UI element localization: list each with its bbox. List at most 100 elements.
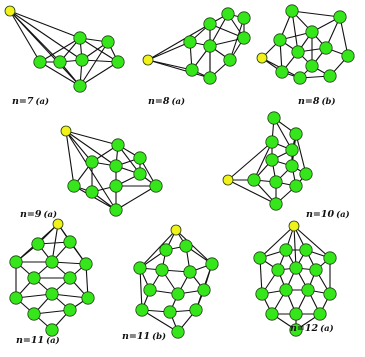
cluster-atom xyxy=(323,69,337,83)
cluster-n11a xyxy=(9,218,95,337)
bond-line xyxy=(227,141,273,181)
cluster-atom xyxy=(33,55,47,69)
cluster-atom xyxy=(223,53,237,67)
cluster-atom xyxy=(247,173,261,187)
cluster-atom xyxy=(185,63,199,77)
cluster-n9a xyxy=(60,125,163,217)
cluster-atom xyxy=(143,283,157,297)
cluster-atom xyxy=(267,111,281,125)
cluster-atom xyxy=(203,71,217,85)
cluster-n12a xyxy=(253,220,337,337)
bond-line xyxy=(259,225,295,259)
cluster-atom xyxy=(85,185,99,199)
label-n8a: n=8(a) xyxy=(148,96,186,107)
cluster-atom xyxy=(63,271,77,285)
impurity-atom xyxy=(52,218,64,230)
cluster-atom xyxy=(289,127,303,141)
cluster-atom xyxy=(9,291,23,305)
cluster-atom xyxy=(63,235,77,249)
cluster-atom xyxy=(101,35,115,49)
cluster-atom xyxy=(179,239,193,253)
cluster-atom xyxy=(269,175,283,189)
cluster-atom xyxy=(237,31,251,45)
impurity-atom xyxy=(288,220,300,232)
cluster-atom xyxy=(221,7,235,21)
bond-line xyxy=(39,37,81,63)
impurity-atom xyxy=(142,54,154,66)
bond-line xyxy=(141,309,179,333)
cluster-atom xyxy=(111,55,125,69)
cluster-atom xyxy=(109,179,123,193)
cluster-atom xyxy=(109,203,123,217)
cluster-atom xyxy=(203,17,217,31)
cluster-atom xyxy=(45,323,59,337)
cluster-atom xyxy=(45,255,59,269)
bond-line xyxy=(291,10,341,18)
cluster-atom xyxy=(155,263,169,277)
cluster-atom xyxy=(237,11,251,25)
cluster-atom xyxy=(27,271,41,285)
cluster-atom xyxy=(183,35,197,49)
bond-line xyxy=(139,267,143,311)
bond-line xyxy=(227,179,277,205)
cluster-atom xyxy=(133,167,147,181)
cluster-atom xyxy=(319,41,333,55)
cluster-atom xyxy=(85,155,99,169)
cluster-n8a xyxy=(142,7,251,85)
bond-line xyxy=(9,10,81,39)
bond-line xyxy=(293,225,297,269)
bond-line xyxy=(147,23,211,61)
cluster-atom xyxy=(149,179,163,193)
bond-line xyxy=(139,229,177,269)
cluster-atom xyxy=(135,303,149,317)
impurity-atom xyxy=(170,224,182,236)
cluster-atom xyxy=(299,167,313,181)
label-n11b: n=11(b) xyxy=(122,331,167,342)
cluster-atom xyxy=(299,243,313,257)
bond-line xyxy=(9,10,83,61)
cluster-atom xyxy=(253,251,267,265)
label-n11a: n=11(a) xyxy=(16,335,60,346)
impurity-atom xyxy=(4,5,16,17)
bond-line xyxy=(253,141,273,181)
bond-line xyxy=(115,185,157,211)
cluster-atom xyxy=(205,257,219,271)
bond-line xyxy=(79,61,119,87)
cluster-atom xyxy=(53,55,67,69)
bond-line xyxy=(9,10,41,63)
cluster-atom xyxy=(109,159,123,173)
bond-line xyxy=(291,10,299,53)
bond-line xyxy=(65,130,93,163)
cluster-atom xyxy=(291,45,305,59)
cluster-atom xyxy=(309,263,323,277)
bond-line xyxy=(79,37,119,63)
cluster-atom xyxy=(305,25,319,39)
cluster-atom xyxy=(159,243,173,257)
cluster-atom xyxy=(289,179,303,193)
impurity-atom xyxy=(256,52,268,64)
bond-line xyxy=(65,130,119,146)
cluster-atom xyxy=(9,255,23,269)
bond-line xyxy=(65,130,75,187)
bond-line xyxy=(79,41,109,87)
cluster-atom xyxy=(79,257,93,271)
bond-line xyxy=(65,130,117,211)
cluster-atom xyxy=(275,65,289,79)
bond-line xyxy=(229,17,245,61)
cluster-atom xyxy=(197,283,211,297)
bond-line xyxy=(9,10,81,87)
cluster-n7a xyxy=(4,5,125,93)
cluster-atom xyxy=(333,10,347,24)
cluster-atom xyxy=(273,33,287,47)
label-n12a: n=12(a) xyxy=(290,323,334,334)
cluster-atom xyxy=(163,305,177,319)
cluster-atom xyxy=(111,138,125,152)
bond-line xyxy=(295,133,307,175)
cluster-atom xyxy=(31,237,45,251)
cluster-atom xyxy=(171,287,185,301)
impurity-atom xyxy=(222,174,234,186)
cluster-n10a xyxy=(222,111,313,211)
cluster-atom xyxy=(75,53,89,67)
cluster-atom xyxy=(255,287,269,301)
